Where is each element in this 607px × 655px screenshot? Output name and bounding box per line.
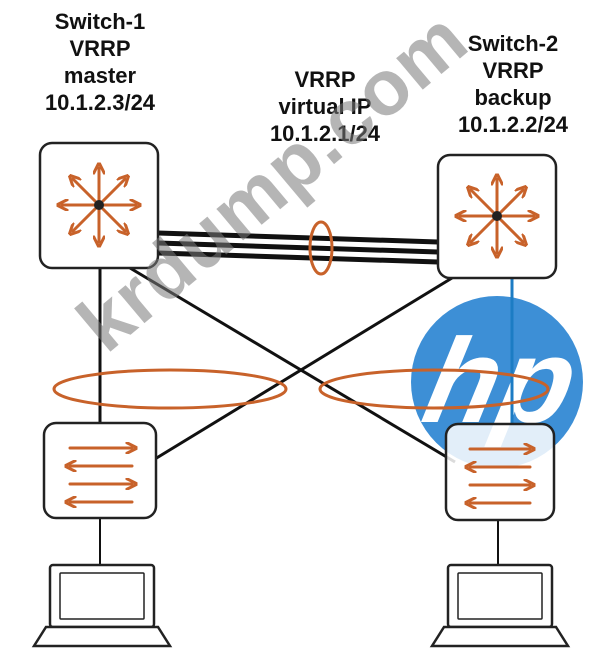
- switch-1-name: Switch-1: [54, 9, 146, 34]
- switch-1-label: Switch-1 VRRP master 10.1.2.3/24: [10, 8, 190, 116]
- switch-2-label: Switch-2 VRRP backup 10.1.2.2/24: [418, 30, 607, 138]
- access-switch-1[interactable]: [42, 421, 158, 520]
- virtual-ip-label: VRRP virtual IP 10.1.2.1/24: [240, 66, 410, 147]
- trunk-link-3: [157, 250, 439, 265]
- access-switch-2[interactable]: [444, 422, 556, 522]
- switch-2-ip: 10.1.2.2/24: [457, 112, 569, 137]
- trunk-lag-ring: [308, 220, 334, 276]
- virtual-ip-address: 10.1.2.1/24: [269, 121, 381, 146]
- laptop-2-icon[interactable]: [429, 563, 571, 648]
- laptop-1-icon[interactable]: [31, 563, 173, 648]
- switch-2-name: Switch-2: [467, 31, 559, 56]
- switch-arrows-icon: [70, 448, 132, 502]
- access2-lag-ring: [318, 368, 550, 410]
- sw2-to-access1-link: [149, 276, 453, 464]
- switch-1-protocol: VRRP: [69, 36, 131, 61]
- trunk-link-1: [157, 230, 439, 245]
- switch-1-role: master: [63, 63, 137, 88]
- switch-arrows-icon: [470, 449, 530, 503]
- trunk-link-2: [157, 240, 439, 255]
- switch-1-device[interactable]: [38, 141, 160, 270]
- virtual-ip-protocol: VRRP: [294, 67, 356, 92]
- access1-lag-ring: [52, 368, 288, 410]
- router-arrows-icon: [62, 168, 136, 242]
- router-arrows-icon: [460, 179, 534, 253]
- switch-1-ip: 10.1.2.3/24: [44, 90, 156, 115]
- sw1-to-access2-link: [129, 266, 456, 464]
- switch-2-device[interactable]: [436, 153, 558, 280]
- switch-2-role: backup: [474, 85, 552, 110]
- virtual-ip-caption: virtual IP: [278, 94, 372, 119]
- links: [98, 230, 514, 565]
- switch-2-protocol: VRRP: [482, 58, 544, 83]
